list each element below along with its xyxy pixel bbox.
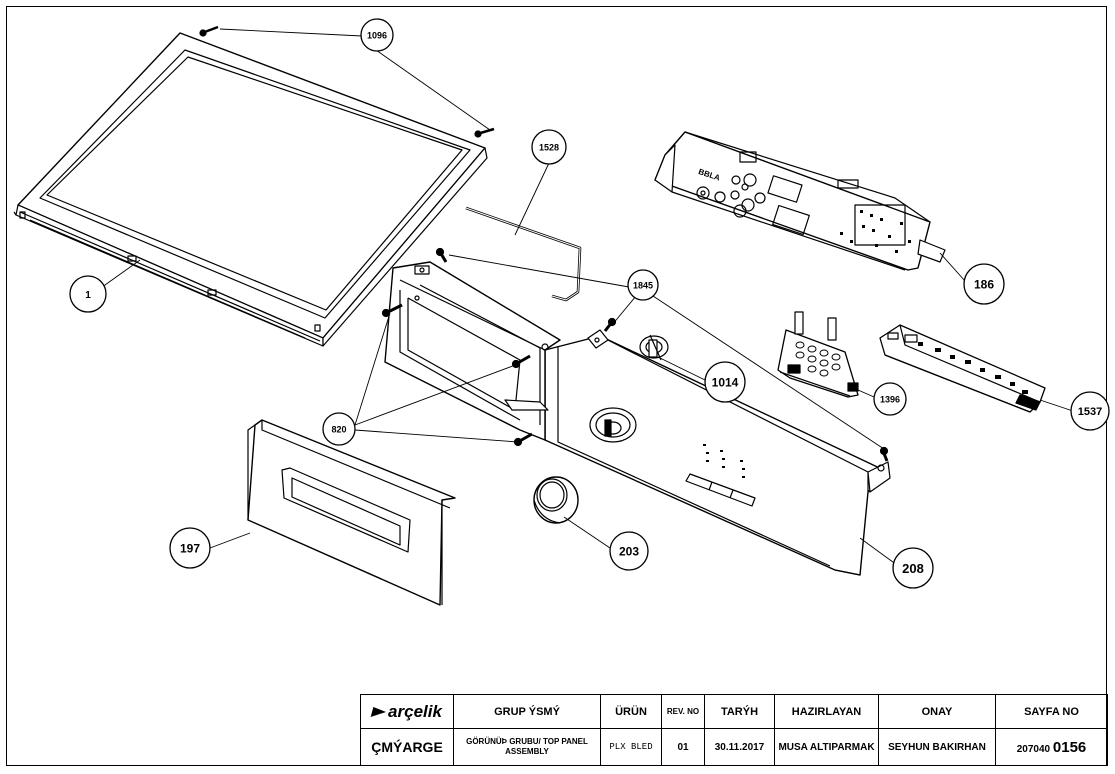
svg-text:1528: 1528 [539,143,559,153]
screw-1845-c [879,446,889,462]
wire-clip-part [465,206,582,302]
system-code: ÇMÝARGE [360,728,454,766]
svg-text:820: 820 [331,425,346,435]
brand-logo-mark [370,707,388,718]
svg-text:203: 203 [619,545,639,559]
svg-text:1845: 1845 [633,281,653,291]
page-value: 207040 0156 [995,728,1108,766]
header-page: SAYFA NO [995,693,1108,730]
prepared-value: MUSA ALTIPARMAK [774,728,879,766]
header-approval: ONAY [878,693,996,730]
screw-820-c [513,432,533,447]
screw-1845-a [435,247,448,263]
callout-1096: 1096 [360,18,394,52]
rev-value: 01 [661,728,705,766]
callout-186: 186 [963,263,1005,305]
top-panel-part [13,32,488,347]
callout-1845: 1845 [627,269,659,301]
display-board-part [879,324,1046,413]
header-product: ÜRÜN [600,693,662,730]
header-group-name: GRUP ÝSMÝ [453,693,601,730]
page-prefix: 207040 [1016,743,1051,755]
svg-text:1537: 1537 [1078,406,1102,418]
date-value: 30.11.2017 [704,728,775,766]
electronic-card-part [654,131,946,271]
screw-820-a [381,303,403,318]
callout-1014: 1014 [704,361,746,403]
knob-part [533,476,579,524]
callout-1: 1 [69,275,107,313]
brand-logo: arçelik [360,693,454,730]
header-rev: REV. NO [661,693,705,730]
wire-clip-inner [465,207,581,301]
screw-1096-a [199,25,219,37]
callout-203: 203 [609,531,649,571]
svg-text:1396: 1396 [880,395,900,405]
svg-text:197: 197 [180,542,200,556]
screw-1096-b [474,127,495,138]
svg-text:1096: 1096 [367,31,387,41]
callout-197: 197 [169,527,211,569]
title-block: arçelik GRUP ÝSMÝ ÜRÜN REV. NO TARÝH HAZ… [360,693,1108,766]
page-number: 0156 [1052,738,1087,756]
svg-text:1014: 1014 [712,376,739,390]
header-date: TARÝH [704,693,775,730]
svg-text:186: 186 [974,278,994,292]
button-module-part [777,311,859,398]
control-panel-part [384,261,891,576]
product-value: PLX BLED [600,728,662,766]
approval-value: SEYHUN BAKIRHAN [878,728,996,766]
screw-1845-b [603,317,617,332]
callout-1537: 1537 [1070,391,1110,431]
encoder-part [639,334,669,361]
drawer-handle-part [247,419,456,606]
callout-820: 820 [322,412,356,446]
header-prepared: HAZIRLAYAN [774,693,879,730]
callout-1396: 1396 [873,382,907,416]
group-name-value: GÖRÜNÜÞ GRUBU/ TOP PANEL ASSEMBLY [453,728,601,766]
callout-208: 208 [892,547,934,589]
screw-820-b [511,354,531,369]
svg-text:1: 1 [85,290,91,301]
leader-lines [97,28,1074,566]
drawing-frame [6,6,1107,766]
svg-text:208: 208 [902,561,924,576]
callout-1528: 1528 [531,129,567,165]
